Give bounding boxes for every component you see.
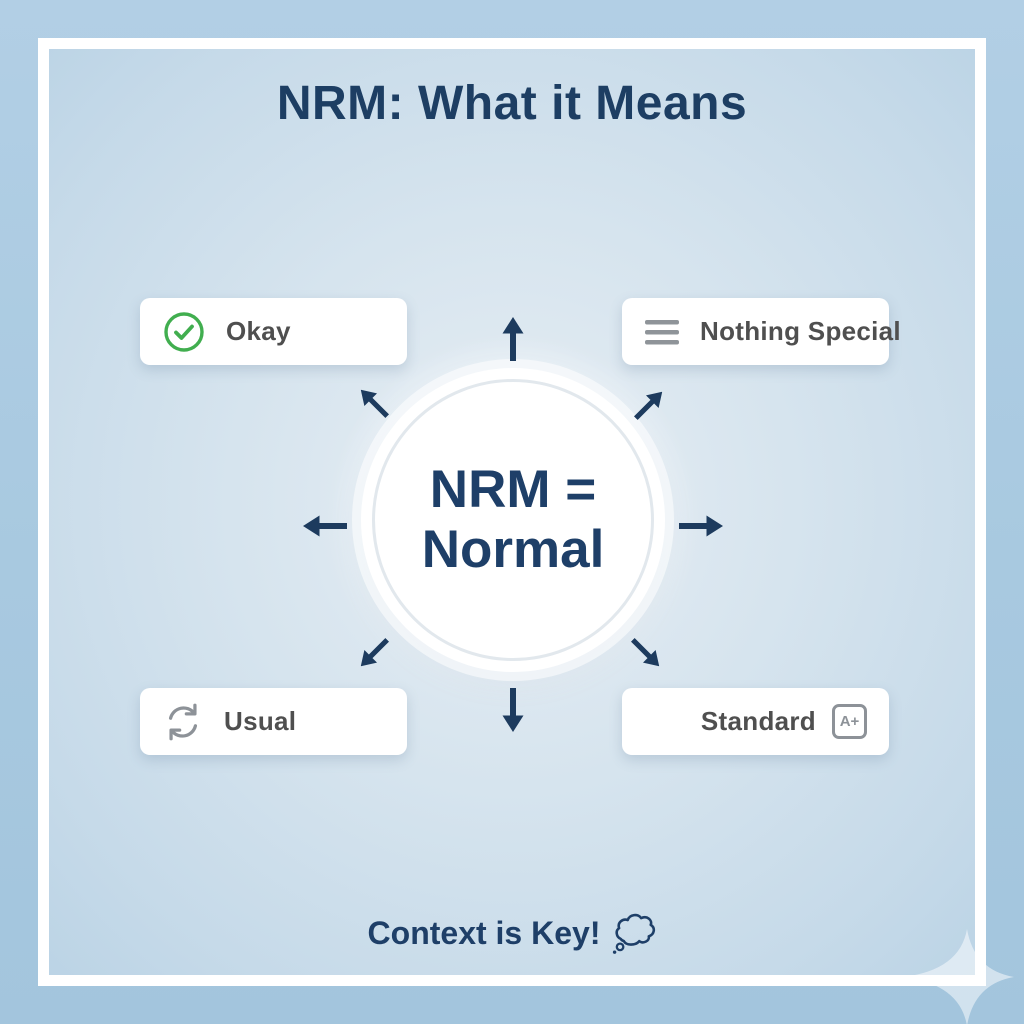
central-circle: NRM = Normal	[361, 368, 665, 672]
thought-bubble-icon	[613, 913, 656, 954]
card-standard: Standard A+	[622, 688, 889, 755]
arrow-down-right-icon	[626, 633, 666, 673]
card-okay: Okay	[140, 298, 407, 365]
card-usual: Usual	[140, 688, 407, 755]
arrow-left-icon	[303, 515, 347, 537]
card-nothing-special-label: Nothing Special	[700, 316, 901, 346]
caption-text: Context is Key!	[367, 914, 601, 951]
card-nothing-special: Nothing Special	[622, 298, 901, 365]
arrow-up-icon	[502, 317, 524, 361]
card-usual-label: Usual	[224, 706, 297, 736]
page-title: NRM: What it Means	[276, 77, 748, 130]
refresh-icon	[168, 703, 198, 740]
arrow-up-right-icon	[629, 385, 669, 425]
arrow-down-icon	[502, 688, 524, 732]
card-standard-label: Standard	[700, 706, 816, 736]
card-okay-label: Okay	[226, 316, 291, 346]
circle-ring	[372, 379, 654, 661]
arrow-right-icon	[679, 515, 723, 537]
a-plus-badge-icon: A+	[832, 704, 867, 739]
menu-lines-icon	[645, 319, 679, 344]
arrow-up-left-icon	[354, 383, 394, 423]
check-circle-icon	[164, 311, 204, 352]
caption: Context is Key!	[0, 910, 1024, 956]
arrow-down-left-icon	[354, 633, 394, 673]
